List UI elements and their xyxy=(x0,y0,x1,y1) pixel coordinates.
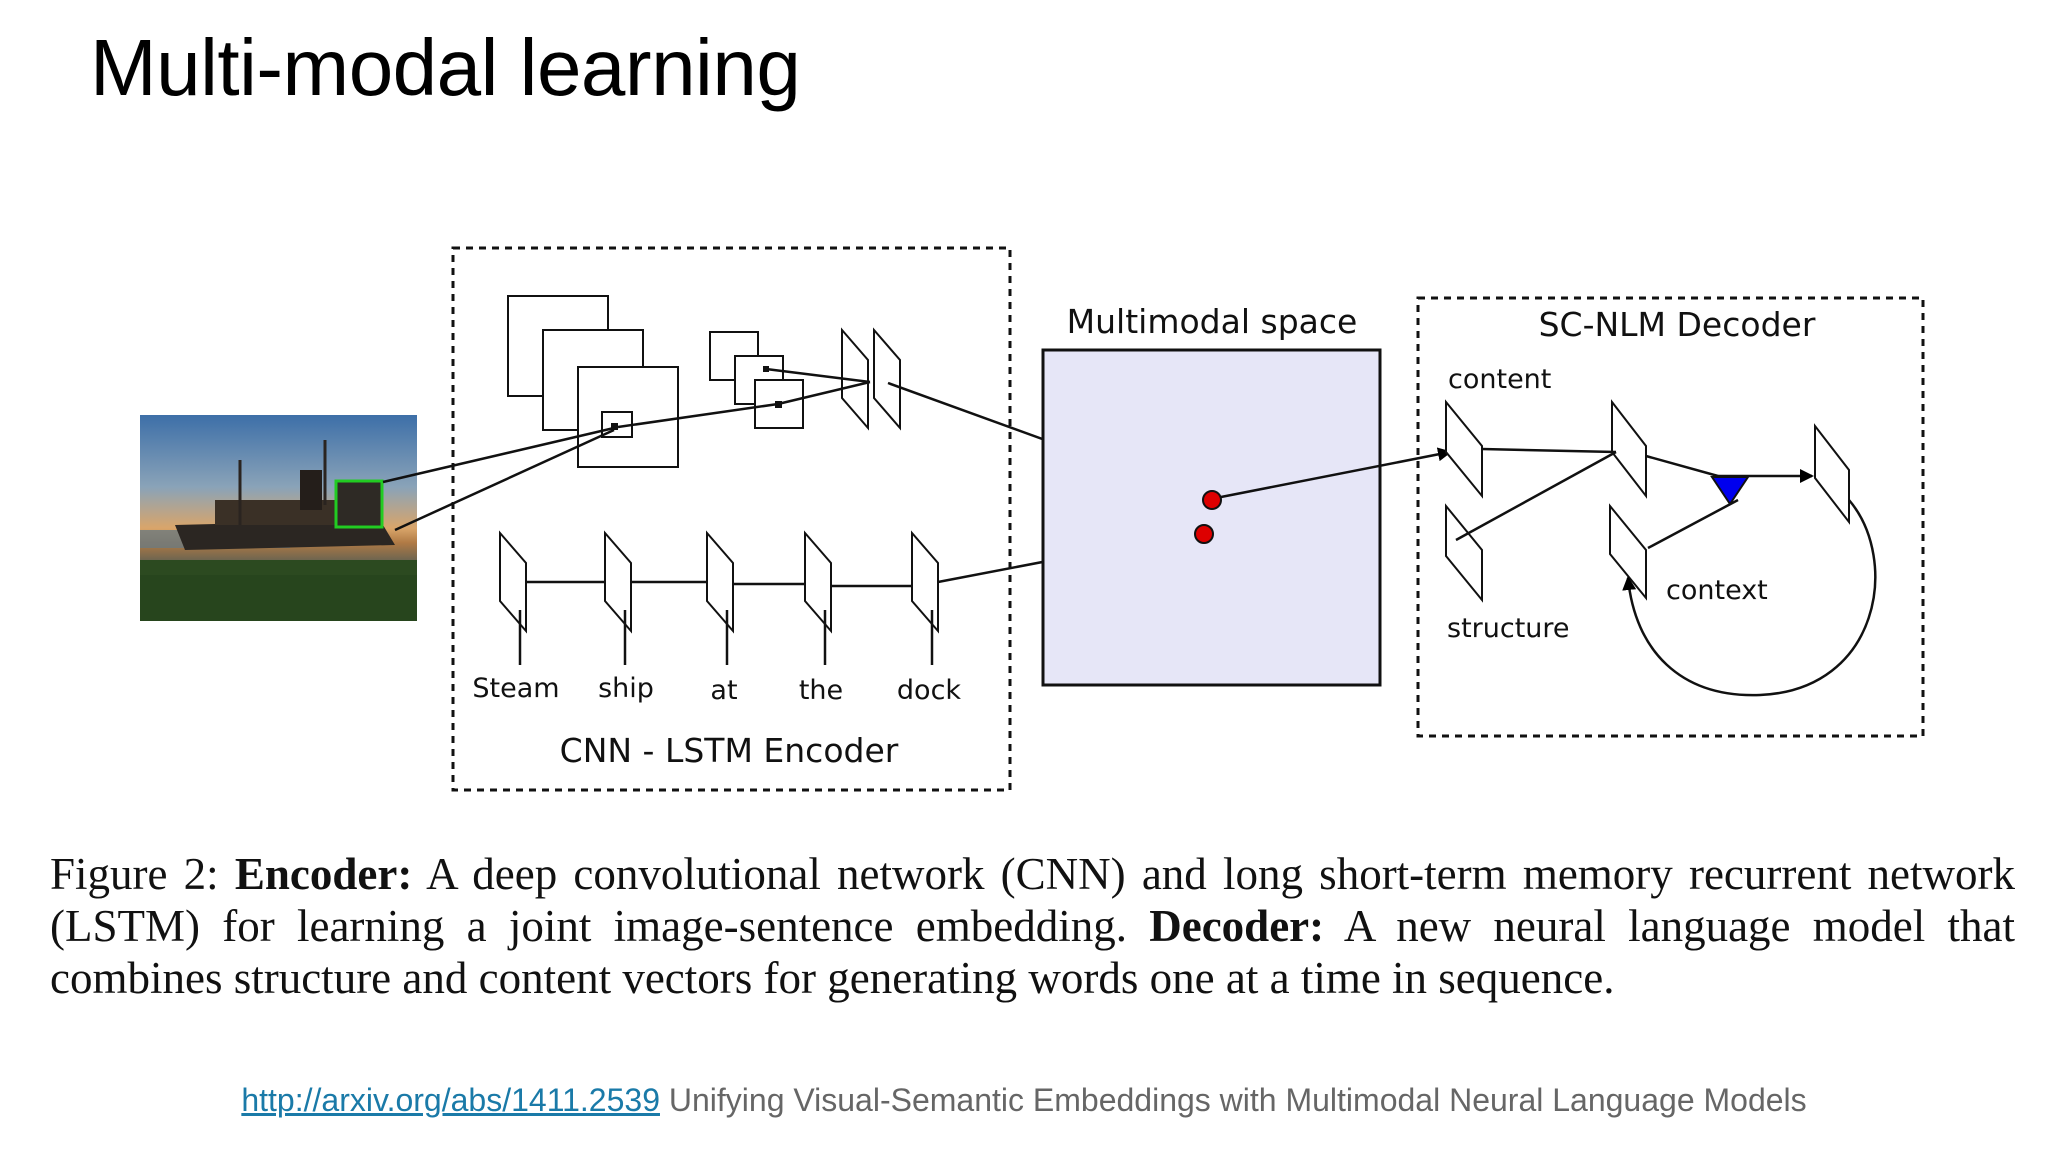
decoder-structure-label: structure xyxy=(1447,613,1570,644)
paper-title: Unifying Visual-Semantic Embeddings with… xyxy=(668,1082,1807,1118)
decoder-context-label: context xyxy=(1666,575,1768,606)
footer-reference: http://arxiv.org/abs/1411.2539 Unifying … xyxy=(0,1082,2048,1119)
caption-encoder-heading: Encoder: xyxy=(234,849,413,899)
encoder-label: CNN - LSTM Encoder xyxy=(560,731,899,770)
lstm-units xyxy=(499,530,939,634)
encoder-box xyxy=(451,246,1012,792)
word-label: ship xyxy=(598,673,654,704)
multimodal-space-box xyxy=(1041,348,1382,687)
caption-prefix: Figure 2: xyxy=(50,849,219,899)
highlight-box xyxy=(334,479,384,529)
embedding-point-sentence xyxy=(1194,524,1214,544)
word-label: the xyxy=(799,675,843,706)
embedding-point-image xyxy=(1202,490,1222,510)
decoder-label: SC-NLM Decoder xyxy=(1539,305,1816,344)
decoder-units xyxy=(1445,399,1850,603)
decoder-triangle-icon xyxy=(1710,476,1750,506)
figure-caption: Figure 2: Encoder: A deep convolutional … xyxy=(50,848,2015,1004)
caption-decoder-text: A new neural language model that combine… xyxy=(50,901,2015,1003)
decoder-box xyxy=(1416,296,1925,738)
cnn-feature-maps xyxy=(507,295,804,468)
cnn-fc-layers xyxy=(841,327,901,431)
slide-title: Multi-modal learning xyxy=(90,23,801,112)
caption-encoder-text: A deep convolutional network (CNN) and l… xyxy=(50,849,2015,951)
decoder-content-label: content xyxy=(1448,364,1551,395)
word-label: at xyxy=(710,675,737,706)
input-photo xyxy=(140,415,417,621)
word-label: Steam xyxy=(472,673,559,704)
caption-decoder-heading: Decoder: xyxy=(1149,901,1325,951)
arxiv-link[interactable]: http://arxiv.org/abs/1411.2539 xyxy=(241,1082,660,1118)
multimodal-label: Multimodal space xyxy=(1067,302,1358,341)
word-label: dock xyxy=(897,675,962,706)
